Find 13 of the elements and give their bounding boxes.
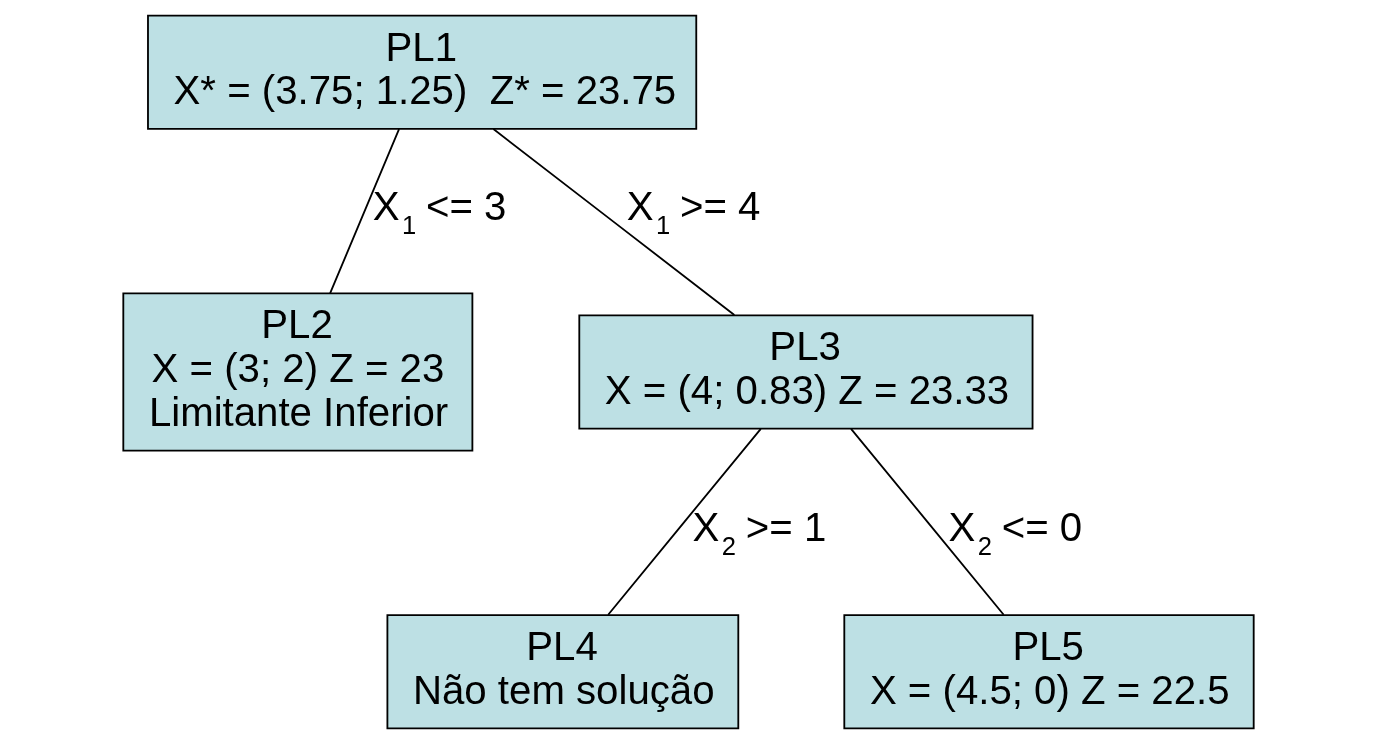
connector bbox=[492, 128, 735, 316]
connector bbox=[328, 128, 400, 295]
connector bbox=[849, 427, 1005, 616]
edge-label: X$_{1}$ <= 3 bbox=[372, 183, 506, 239]
node-box: PL2 X = (3; 2) Z = 23 Limitante Inferior bbox=[121, 292, 473, 452]
node-box: PL5 X = (4.5; 0) Z = 22.5 bbox=[842, 614, 1255, 730]
node-box: PL4 Não tem solução bbox=[386, 614, 739, 730]
edge-label: X$_{2}$ <= 0 bbox=[947, 505, 1082, 561]
node-box: PL1 X* = (3.75; 1.25) Z* = 23.75 bbox=[146, 14, 697, 130]
edge-label: X$_{1}$ >= 4 bbox=[626, 183, 760, 239]
edge-label: X$_{2}$ >= 1 bbox=[692, 505, 826, 561]
connector bbox=[606, 427, 762, 616]
node-box: PL3 X = (4; 0.83) Z = 23.33 bbox=[577, 314, 1033, 430]
